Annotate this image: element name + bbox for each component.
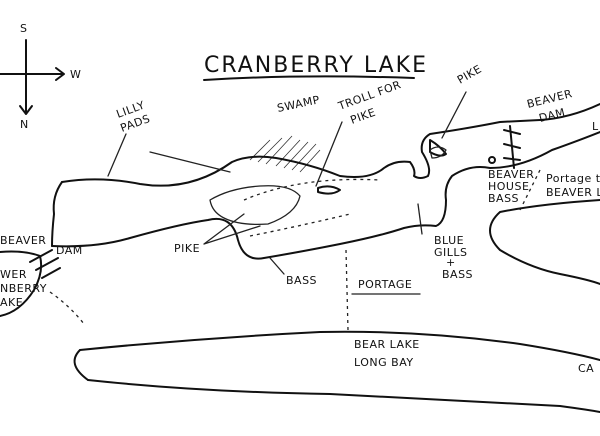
troll-route bbox=[243, 178, 381, 237]
lower-cranberry-shore bbox=[0, 250, 43, 317]
bear-lake-west-end bbox=[73, 349, 89, 381]
label-portage-beaver-1: Portage to bbox=[546, 172, 600, 185]
cranberry-island bbox=[209, 185, 301, 226]
beaver-house-icon bbox=[488, 156, 496, 164]
label-bass: BASS bbox=[286, 274, 317, 287]
cranberry-lake-south-shore bbox=[51, 131, 600, 260]
label-bear-lake-2: LONG BAY bbox=[354, 356, 414, 369]
compass-arrow-icon bbox=[19, 105, 33, 115]
bear-lake-shore bbox=[79, 330, 600, 361]
portage-west bbox=[49, 291, 85, 325]
pointer-pike-w bbox=[203, 213, 261, 245]
small-island bbox=[317, 185, 341, 195]
bear-lake-south-shore bbox=[87, 379, 600, 413]
label-portage: PORTAGE bbox=[358, 278, 412, 291]
pointer-troll bbox=[315, 121, 343, 187]
portage-to-beaver-lake bbox=[519, 169, 541, 211]
label-lower-cranberry-2: NBERRY bbox=[0, 282, 47, 295]
label-troll-2: PIKE bbox=[349, 106, 378, 127]
label-beaver-dam-w-2: DAM bbox=[56, 244, 83, 257]
compass-s: S bbox=[20, 22, 27, 35]
label-edge-l: L bbox=[592, 120, 599, 133]
label-lower-cranberry-1: WER bbox=[0, 268, 27, 281]
label-edge-ca: CA bbox=[578, 362, 594, 375]
label-bluegills-4: BASS bbox=[442, 268, 473, 281]
label-portage-beaver-2: BEAVER LAKE bbox=[546, 186, 600, 199]
label-bluegills-2: GILLS bbox=[434, 246, 468, 259]
beaver-lake-shore bbox=[489, 199, 600, 285]
label-bluegills-1: BLUE bbox=[434, 234, 464, 247]
compass-w: W bbox=[70, 68, 81, 81]
cranberry-lake-west-end bbox=[51, 181, 63, 247]
pike-island bbox=[429, 146, 447, 159]
compass: S W N bbox=[0, 22, 81, 131]
portage-south bbox=[345, 249, 349, 331]
pointer-pike-ne bbox=[441, 91, 467, 139]
label-bear-lake-1: BEAR LAKE bbox=[354, 338, 420, 351]
swamp-area bbox=[249, 135, 321, 173]
label-pike-ne: PIKE bbox=[455, 62, 484, 86]
cranberry-lake-shore bbox=[61, 103, 600, 187]
label-beaver-dam-ne-1: BEAVER bbox=[526, 87, 574, 111]
compass-n: N bbox=[20, 118, 29, 131]
beaver-dam-east bbox=[503, 125, 521, 169]
label-bluegills-3: + bbox=[446, 256, 456, 269]
title-underline bbox=[203, 75, 415, 81]
label-beaver-dam-w-1: BEAVER bbox=[0, 234, 46, 247]
pike-bay bbox=[429, 139, 447, 157]
label-beaver-house-3: BASS bbox=[488, 192, 519, 205]
label-beaver-house-1: BEAVER bbox=[488, 168, 534, 181]
label-beaver-dam-ne-2: DAM bbox=[538, 106, 567, 125]
compass-arrow-icon bbox=[55, 67, 65, 81]
label-pike-w: PIKE bbox=[174, 242, 200, 255]
pointer-bluegills bbox=[417, 203, 423, 235]
label-swamp: SWAMP bbox=[276, 93, 321, 115]
label-beaver-house-2: HOUSE bbox=[488, 180, 529, 193]
label-lower-cranberry-3: AKE bbox=[0, 296, 23, 309]
pointer-lilly-pads bbox=[107, 133, 127, 177]
pointer-lilly-pads-2 bbox=[149, 151, 231, 173]
map-title: CRANBERRY LAKE bbox=[204, 53, 428, 78]
pointer-bass bbox=[269, 257, 285, 275]
